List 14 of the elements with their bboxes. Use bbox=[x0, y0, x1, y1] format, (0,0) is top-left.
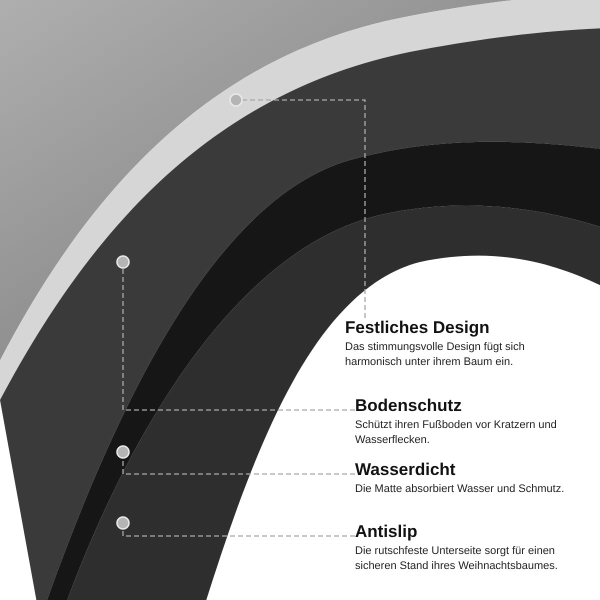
feature-description: Das stimmungsvolle Design fügt sich harmonisch unter ihrem Baum ein. bbox=[345, 340, 526, 370]
feature-heading: Bodenschutz bbox=[355, 396, 462, 416]
leader-line bbox=[229, 93, 366, 318]
mat-layer bbox=[0, 28, 600, 600]
feature-description: Die Matte absorbiert Wasser und Schmutz. bbox=[355, 482, 566, 497]
leader-line bbox=[116, 445, 355, 475]
leader-line bbox=[116, 516, 355, 537]
feature-description: Die rutschfeste Unterseite sorgt für einen sicheren Stand ihres Weihnachtsbaumes. bbox=[355, 544, 559, 574]
leader-line bbox=[116, 255, 355, 411]
feature-heading: Antislip bbox=[355, 522, 418, 542]
feature-heading: Festliches Design bbox=[345, 318, 490, 338]
feature-heading: Wasserdicht bbox=[355, 460, 456, 480]
feature-description: Schützt ihren Fußboden vor Kratzern und Wasserflecken. bbox=[355, 418, 558, 448]
mat-layer bbox=[0, 0, 600, 400]
